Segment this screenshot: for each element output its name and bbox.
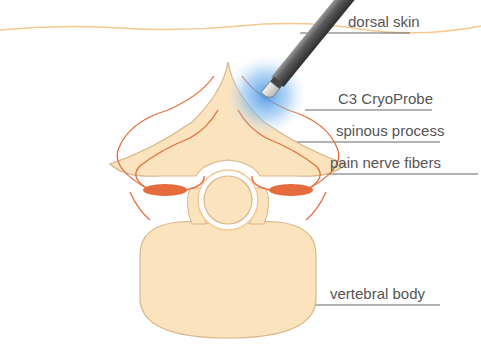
part-label: vertebral body	[330, 285, 425, 303]
vertebral-body	[140, 222, 316, 338]
nerve-ganglion	[269, 184, 313, 196]
part-label: C3 CryoProbe	[338, 90, 433, 108]
spinal-canal	[198, 170, 258, 230]
nerve-ganglion	[143, 184, 187, 196]
part-label: pain nerve fibers	[330, 154, 441, 172]
part-label: spinous process	[336, 122, 444, 140]
part-label: dorsal skin	[348, 13, 420, 31]
spinal-cord	[204, 176, 252, 224]
